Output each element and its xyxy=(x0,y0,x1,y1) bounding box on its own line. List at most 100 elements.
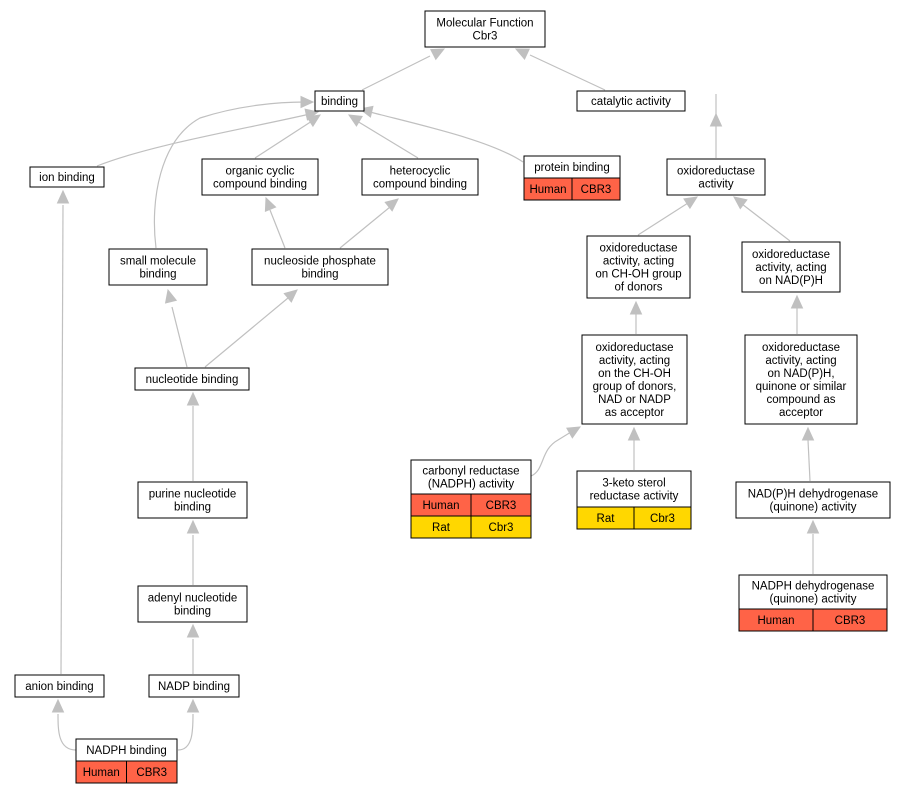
node-box xyxy=(410,459,532,495)
species-cell: Human xyxy=(738,608,814,632)
edge-arrowhead xyxy=(627,426,641,441)
node-label-line: NAD(P)H dehydrogenase xyxy=(748,489,878,501)
node-label-line: nucleotide binding xyxy=(146,374,239,386)
node-box xyxy=(666,158,766,196)
node-box xyxy=(424,10,546,48)
species-cell: Human xyxy=(523,177,573,201)
gene-cell: Cbr3 xyxy=(633,506,692,530)
node-box xyxy=(735,481,891,519)
edge-arrowhead xyxy=(306,114,322,128)
gene-label: CBR3 xyxy=(486,500,517,512)
edge-arrowhead xyxy=(709,112,723,127)
edge-line xyxy=(529,54,606,91)
edge-arrowhead xyxy=(430,48,446,61)
go-term-node-catalytic[interactable]: catalytic activity xyxy=(576,90,686,112)
gene-label: CBR3 xyxy=(581,184,612,196)
node-label-line: activity xyxy=(698,179,733,191)
gene-label: CBR3 xyxy=(835,615,866,627)
node-box xyxy=(29,166,105,188)
edge-arrowhead xyxy=(733,196,748,210)
node-label-line: NADP binding xyxy=(158,681,230,693)
node-box xyxy=(586,235,691,299)
node-label-line: 3-keto sterol xyxy=(602,478,665,490)
edge-arrowhead xyxy=(51,698,65,713)
node-label-line: nucleoside phosphate xyxy=(264,256,376,268)
node-label-line: purine nucleotide xyxy=(149,489,237,501)
node-label-line: on the CH-OH xyxy=(598,368,671,380)
node-label-line: on NAD(P)H xyxy=(759,275,823,287)
node-label-line: NADPH dehydrogenase xyxy=(752,581,875,593)
edge-arrowhead xyxy=(300,95,315,109)
go-term-node-nadph-dehyd[interactable]: NADPH dehydrogenase(quinone) activityHum… xyxy=(738,574,888,632)
node-label-line: anion binding xyxy=(25,681,93,693)
node-box xyxy=(134,367,250,391)
go-term-node-nucleotide[interactable]: nucleotide binding xyxy=(134,367,250,391)
edge-line xyxy=(356,120,419,159)
go-term-node-nadph-dehyd-q[interactable]: NAD(P)H dehydrogenase(quinone) activity xyxy=(735,481,891,519)
species-cell: Human xyxy=(410,493,472,517)
edge-line xyxy=(741,203,791,242)
species-cell: Rat xyxy=(576,506,635,530)
edge-line xyxy=(60,204,64,675)
go-term-node-anion[interactable]: anion binding xyxy=(14,674,105,698)
node-label-line: Cbr3 xyxy=(473,31,498,43)
edge-arrowhead xyxy=(347,114,363,127)
node-label-line: on CH-OH group xyxy=(595,269,681,281)
species-cell: Human xyxy=(75,760,127,784)
edge-arrowhead xyxy=(186,391,200,406)
go-term-node-binding[interactable]: binding xyxy=(314,90,365,112)
edge-line xyxy=(204,297,289,368)
node-label-line: ion binding xyxy=(39,172,95,184)
edge-line xyxy=(530,431,572,477)
node-label-line: (quinone) activity xyxy=(770,502,857,514)
node-box xyxy=(741,241,841,293)
gene-cell: CBR3 xyxy=(470,493,532,517)
edge-line xyxy=(637,202,689,236)
edge-arrowhead xyxy=(186,623,200,638)
go-term-node-nadp[interactable]: NADP binding xyxy=(148,674,240,698)
gene-cell: CBR3 xyxy=(812,608,888,632)
node-label-line: compound binding xyxy=(213,179,307,191)
node-label-line: (NADPH) activity xyxy=(428,479,515,491)
edge-arrowhead xyxy=(790,294,804,309)
node-box xyxy=(14,674,105,698)
node-label-line: reductase activity xyxy=(590,491,679,503)
node-label-line: as acceptor xyxy=(605,407,665,419)
species-label: Rat xyxy=(597,513,616,525)
species-cell: Rat xyxy=(410,515,472,539)
species-label: Human xyxy=(757,615,794,627)
node-box xyxy=(201,158,319,196)
node-label-line: oxidoreductase xyxy=(762,342,840,354)
species-label: Human xyxy=(422,500,459,512)
edge-arrowhead xyxy=(566,426,582,439)
node-box xyxy=(361,158,479,196)
species-label: Human xyxy=(83,767,120,779)
edge-arrowhead xyxy=(56,189,70,204)
gene-label: Cbr3 xyxy=(650,513,675,525)
node-box xyxy=(576,90,686,112)
node-label-line: activity, acting xyxy=(603,256,674,268)
node-label-line: binding xyxy=(174,606,211,618)
edge-line xyxy=(369,111,524,163)
edge-layer xyxy=(51,48,820,751)
node-box xyxy=(744,334,858,425)
gene-label: Cbr3 xyxy=(489,522,514,534)
go-term-node-ion-binding[interactable]: ion binding xyxy=(29,166,105,188)
